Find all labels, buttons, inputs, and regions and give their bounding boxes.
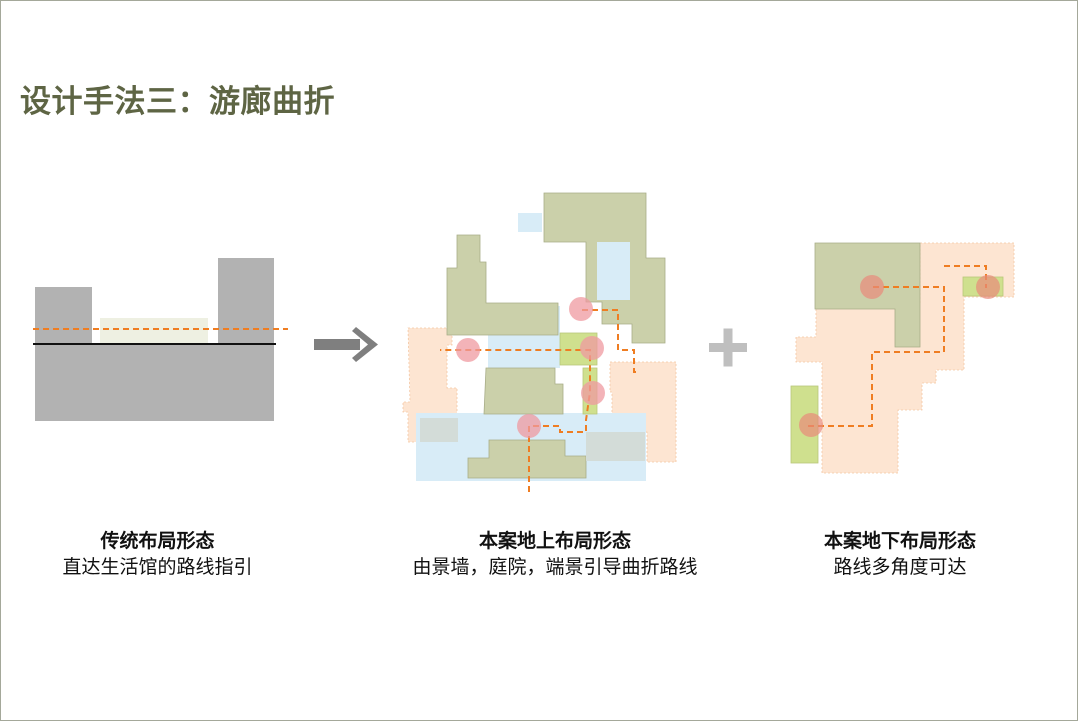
water-in-north-building (597, 242, 630, 300)
caption-subtext: 直达生活馆的路线指引 (62, 556, 253, 578)
node-circle (799, 413, 823, 437)
multi-access-route-path (808, 286, 945, 427)
water-small-top (518, 213, 542, 232)
caption-subtext: 路线多角度可达 (833, 556, 967, 578)
building-south (467, 439, 587, 479)
traditional-layout-diagram (33, 258, 288, 421)
page-title: 设计手法三：游廊曲折 (20, 84, 335, 120)
node-circle (569, 297, 593, 321)
node-circle (581, 381, 605, 405)
caption-above-ground: 本案地上布局形态 由景墙，庭院，端景引导曲折路线 (385, 528, 725, 580)
caption-heading: 本案地下布局形态 (823, 530, 976, 552)
node-circle (976, 275, 1000, 299)
building-center (483, 367, 564, 415)
pavilion-right (586, 432, 645, 461)
plaza-right (609, 361, 677, 463)
caption-subtext: 由景墙，庭院，端景引导曲折路线 (412, 556, 698, 578)
caption-traditional: 传统布局形态 直达生活馆的路线指引 (40, 528, 275, 580)
courtyard-light-block (100, 318, 208, 344)
winding-route-branch (582, 309, 636, 373)
node-circle (860, 275, 884, 299)
caption-underground: 本案地下布局形态 路线多角度可达 (795, 528, 1005, 580)
caption-heading: 本案地上布局形态 (478, 530, 631, 552)
node-circle (456, 338, 480, 362)
multi-access-route-branch (944, 265, 987, 288)
pavilion-left (420, 418, 458, 442)
plus-icon (709, 328, 747, 367)
above-ground-layout-diagram (402, 192, 677, 492)
node-circle (517, 414, 541, 438)
building-west (446, 234, 559, 336)
caption-heading: 传统布局形态 (100, 530, 215, 552)
traditional-building (35, 258, 274, 421)
right-arrow-icon (314, 327, 378, 362)
underground-layout-diagram (790, 242, 1015, 474)
node-circle (580, 336, 604, 360)
underground-plaza (795, 242, 1015, 474)
